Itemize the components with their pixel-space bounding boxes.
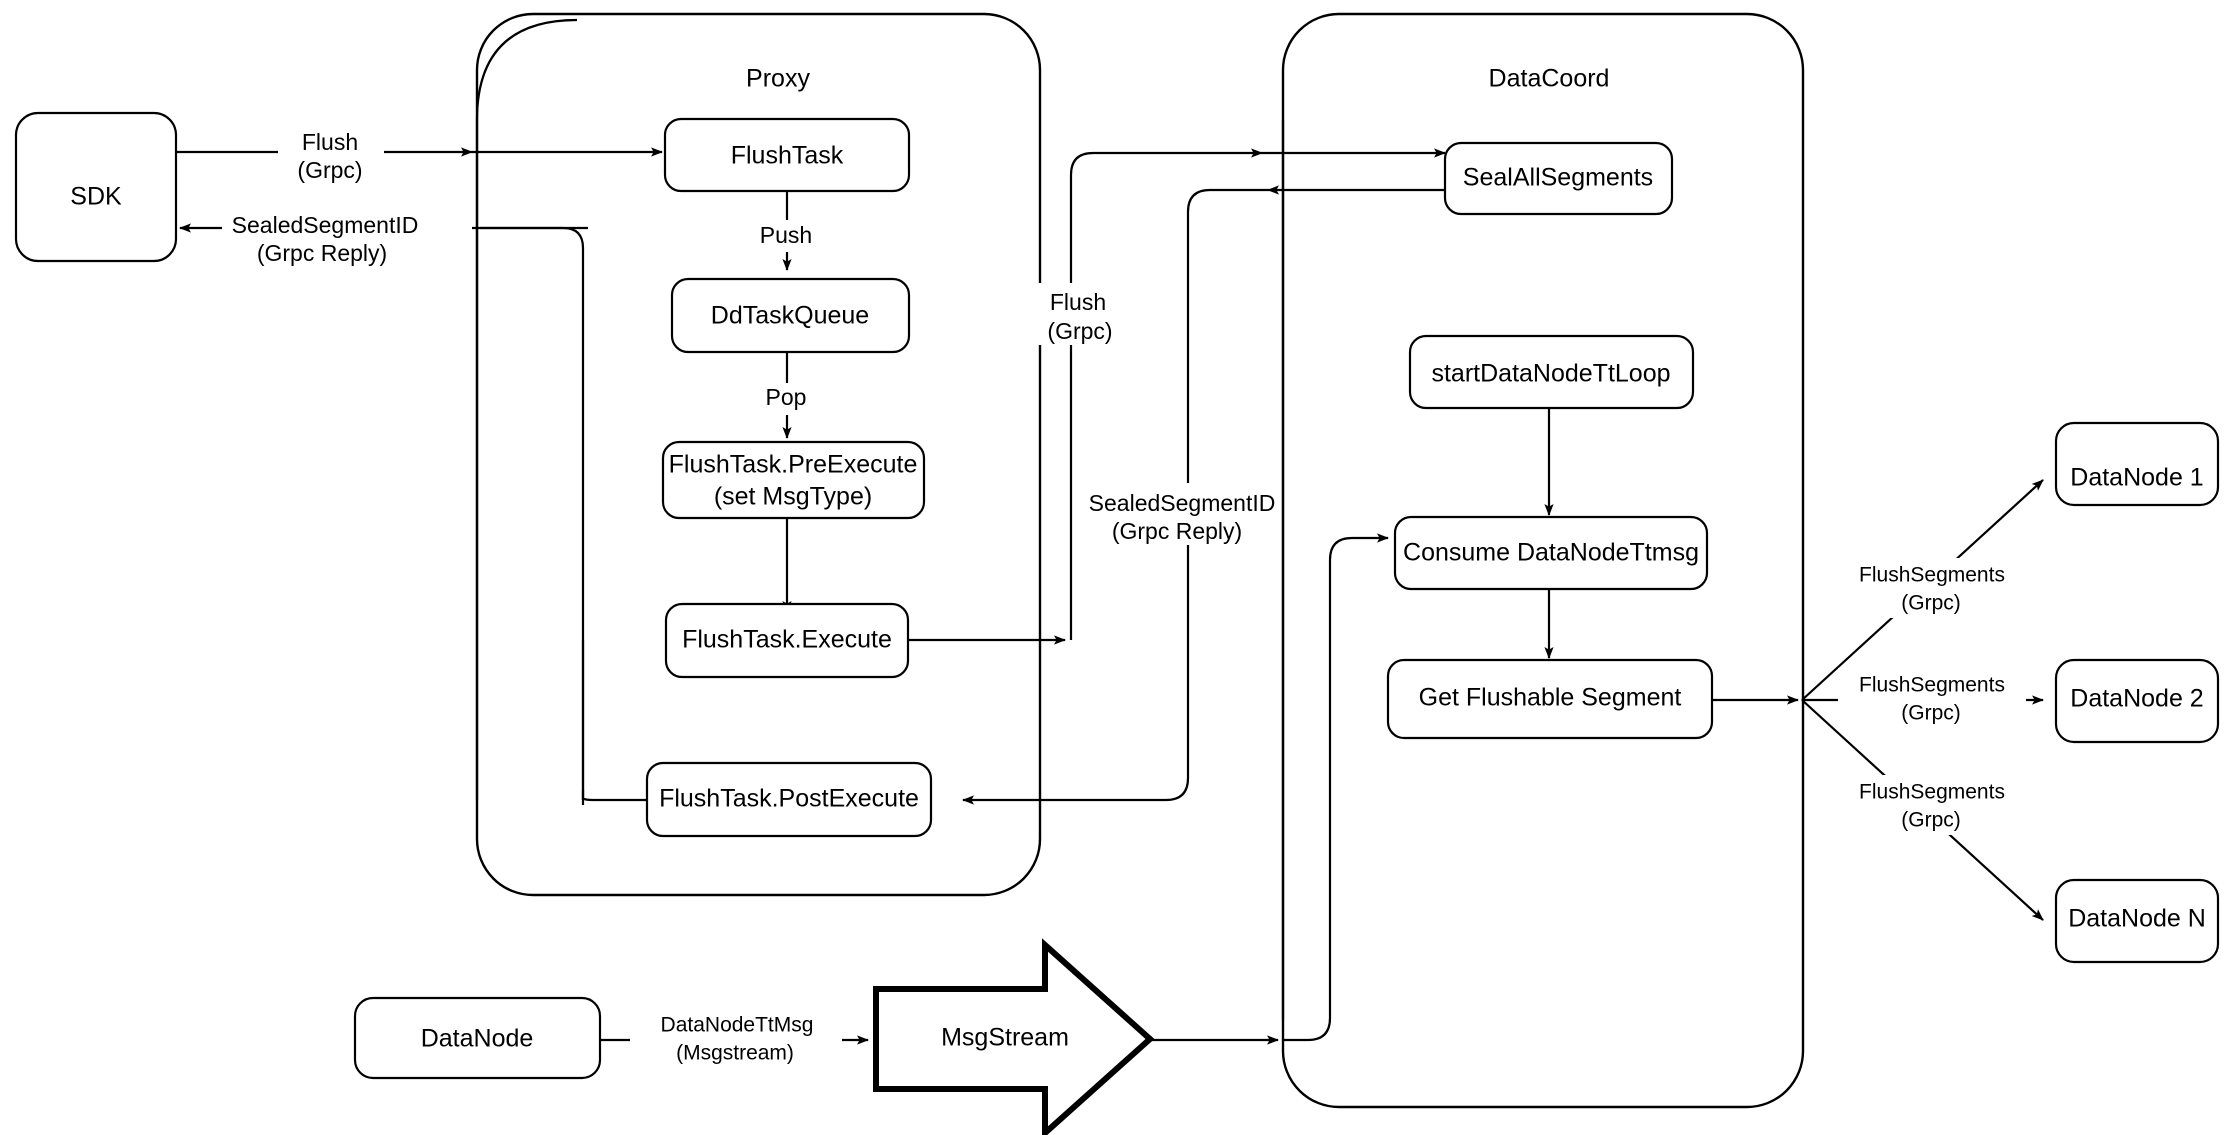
pop-label: Pop <box>766 384 807 410</box>
edge-rail-into-postexecute <box>581 797 650 802</box>
edge-label-sdk-to-proxy: Flush (Grpc) <box>278 124 384 186</box>
coord-to-proxy-label-line2: (Grpc Reply) <box>1112 518 1242 544</box>
proxy-container-label: Proxy <box>746 65 810 93</box>
flush-segments-n-label-line2: (Grpc) <box>1901 809 1961 832</box>
start-datanode-ttloop-label: startDataNodeTtLoop <box>1431 360 1670 388</box>
edge-datacoord-to-consume <box>1283 533 1389 1042</box>
dd-task-queue-label: DdTaskQueue <box>711 302 869 330</box>
flush-segments-n-label-line1: FlushSegments <box>1859 781 2005 804</box>
edge-label-flush-segments-1: FlushSegments (Grpc) <box>1838 558 2026 618</box>
node-flush-task-preexecute[interactable]: FlushTask.PreExecute (set MsgType) <box>661 440 926 520</box>
node-datanode-1[interactable]: DataNode 1 <box>2054 421 2220 507</box>
execute-label: FlushTask.Execute <box>682 626 892 654</box>
node-flush-task-postexecute[interactable]: FlushTask.PostExecute <box>645 761 933 838</box>
dd-task-queue-box[interactable] <box>670 277 911 354</box>
sdk-box[interactable] <box>14 111 178 263</box>
node-seal-all-segments[interactable]: SealAllSegments <box>1443 141 1674 216</box>
msgstream-arrow-shape[interactable] <box>873 938 1155 1135</box>
edge-proxy-left-rail <box>475 18 578 800</box>
node-dd-task-queue[interactable]: DdTaskQueue <box>670 277 911 354</box>
datanode-ttmsg-label-line2: (Msgstream) <box>676 1042 794 1065</box>
sdk-to-proxy-label-line2: (Grpc) <box>297 157 362 183</box>
proxy-to-sdk-label-line2: (Grpc Reply) <box>257 240 387 266</box>
node-consume-datanode-ttmsg[interactable]: Consume DataNodeTtmsg <box>1393 515 1709 591</box>
edge-label-proxy-to-coord: Flush (Grpc) <box>1024 283 1134 345</box>
preexecute-label-line1: FlushTask.PreExecute <box>669 451 918 479</box>
sdk-to-proxy-label-line1: Flush <box>302 129 358 155</box>
postexecute-box[interactable] <box>645 761 933 838</box>
preexecute-box[interactable] <box>661 440 926 520</box>
flush-segments-1-label-line1: FlushSegments <box>1859 564 2005 587</box>
edge-label-flush-segments-n: FlushSegments (Grpc) <box>1838 775 2026 835</box>
datanode-n-label: DataNode N <box>2068 905 2206 933</box>
get-flushable-segment-label: Get Flushable Segment <box>1419 684 1682 712</box>
proxy-to-sdk-label-line1: SealedSegmentID <box>232 212 419 238</box>
node-get-flushable-segment[interactable]: Get Flushable Segment <box>1386 658 1714 740</box>
proxy-to-coord-label-line2: (Grpc) <box>1047 318 1112 344</box>
proxy-to-coord-label-line1: Flush <box>1050 289 1106 315</box>
datanode-1-box[interactable] <box>2054 421 2220 507</box>
node-start-datanode-ttloop[interactable]: startDataNodeTtLoop <box>1408 334 1695 410</box>
sdk-label: SDK <box>70 183 122 211</box>
node-datanode-source[interactable]: DataNode <box>353 996 602 1080</box>
datanode-source-box[interactable] <box>353 996 602 1080</box>
edge-flushrail-to-sealallsegments <box>1069 148 1263 640</box>
node-msgstream[interactable]: MsgStream <box>873 938 1155 1135</box>
get-flushable-segment-box[interactable] <box>1386 658 1714 740</box>
flush-segments-1-label-line2: (Grpc) <box>1901 592 1961 615</box>
postexecute-label: FlushTask.PostExecute <box>659 785 919 813</box>
datacoord-container-label: DataCoord <box>1489 65 1610 93</box>
datanode-n-box[interactable] <box>2054 878 2220 964</box>
consume-datanode-ttmsg-label: Consume DataNodeTtmsg <box>1403 539 1699 567</box>
node-flush-task[interactable]: FlushTask <box>663 117 911 193</box>
datanode-2-box[interactable] <box>2054 658 2220 744</box>
preexecute-label-line2: (set MsgType) <box>714 483 872 511</box>
edge-label-coord-to-proxy: SealedSegmentID (Grpc Reply) <box>1085 483 1280 545</box>
edge-label-proxy-to-sdk: SealedSegmentID (Grpc Reply) <box>222 200 472 266</box>
node-sdk[interactable]: SDK <box>14 111 178 263</box>
datanode-2-label: DataNode 2 <box>2070 685 2203 713</box>
node-datanode-2[interactable]: DataNode 2 <box>2054 658 2220 744</box>
edge-label-flush-segments-2: FlushSegments (Grpc) <box>1838 668 2026 728</box>
edge-label-pop: Pop <box>755 383 819 415</box>
start-datanode-ttloop-box[interactable] <box>1408 334 1695 410</box>
push-label: Push <box>760 222 812 248</box>
coord-to-proxy-label-line1: SealedSegmentID <box>1089 490 1276 516</box>
seal-all-segments-box[interactable] <box>1443 141 1674 216</box>
msgstream-label: MsgStream <box>941 1024 1069 1052</box>
datanode-1-label: DataNode 1 <box>2070 464 2203 492</box>
edge-label-datanode-ttmsg: DataNodeTtMsg (Msgstream) <box>630 1008 842 1068</box>
execute-box[interactable] <box>664 602 910 679</box>
node-flush-task-execute[interactable]: FlushTask.Execute <box>664 602 910 679</box>
flush-task-box[interactable] <box>663 117 911 193</box>
datanode-source-label: DataNode <box>421 1025 534 1053</box>
datanode-ttmsg-label-line1: DataNodeTtMsg <box>661 1014 814 1037</box>
seal-all-segments-label: SealAllSegments <box>1463 164 1653 192</box>
flush-segments-2-label-line2: (Grpc) <box>1901 702 1961 725</box>
node-datanode-n[interactable]: DataNode N <box>2054 878 2220 964</box>
edge-label-push: Push <box>750 220 822 252</box>
consume-datanode-ttmsg-box[interactable] <box>1393 515 1709 591</box>
edge-postexecute-rail-to-sdk <box>480 226 585 800</box>
flush-task-label: FlushTask <box>731 142 844 170</box>
flush-segments-2-label-line1: FlushSegments <box>1859 674 2005 697</box>
